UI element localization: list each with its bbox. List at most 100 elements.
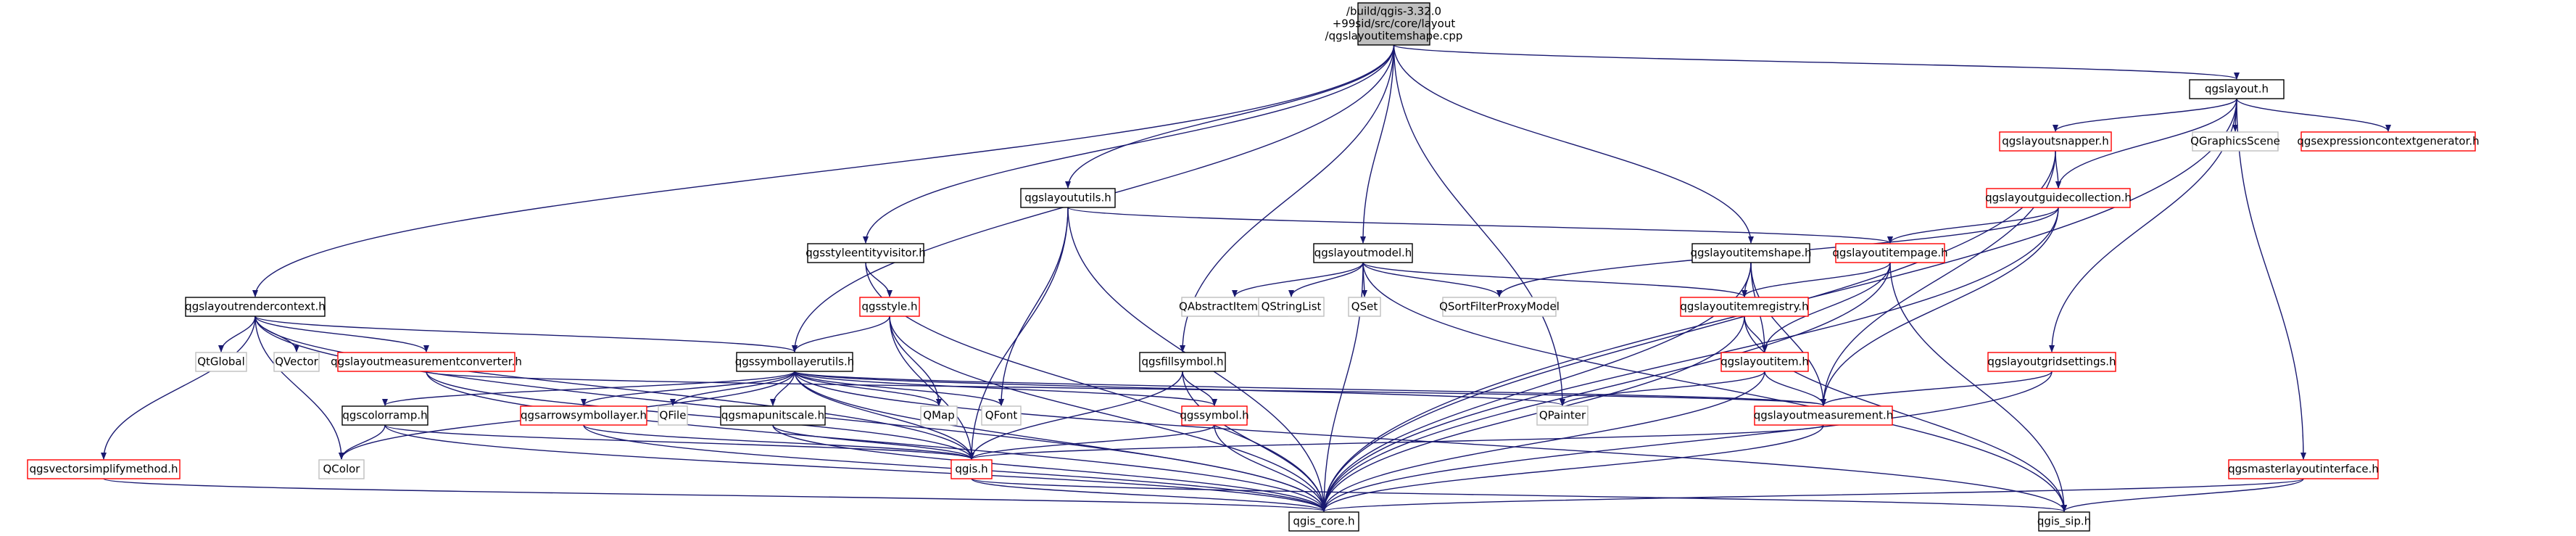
edge-qgssymbollayerutils_h-to-qgsarrowsymbollayer_h	[581, 371, 795, 406]
node-label-qvector: QVector	[275, 355, 318, 368]
edge-root-to-qgslayoutitemshape_h	[1393, 44, 1754, 244]
node-label-qgsmapunitscale_h: qgsmapunitscale.h	[721, 409, 824, 422]
node-box-qfont	[981, 405, 1022, 426]
edge-qgslayoutmeasurementconverter_h-to-qgis_h	[426, 371, 974, 460]
node-box-qgis_sip_h	[2038, 511, 2090, 532]
node-qtglobal[interactable]: QtGlobal	[195, 352, 247, 372]
edge-qgslayoutrendercontext_h-to-qgsvectorsimplifymethod_h	[101, 316, 256, 460]
node-label-qgslayoutrendercontext_h: qgslayoutrendercontext.h	[185, 300, 326, 313]
node-qgslayoutmeasurement_h[interactable]: qgslayoutmeasurement.h	[1754, 405, 1894, 426]
node-qpainter[interactable]: QPainter	[1536, 405, 1589, 426]
node-qgis_h[interactable]: qgis.h	[951, 459, 993, 479]
node-box-qgsarrowsymbollayer_h	[520, 405, 647, 426]
node-qgsexpressioncontextgenerator_h[interactable]: qgsexpressioncontextgenerator.h	[2297, 131, 2480, 152]
node-qgsfillsymbol_h[interactable]: qgsfillsymbol.h	[1139, 352, 1226, 372]
node-qgsstyleentityvisitor_h[interactable]: qgsstyleentityvisitor.h	[805, 243, 926, 263]
node-label-qgslayout_h: qgslayout.h	[2205, 83, 2269, 96]
node-label-qgsfillsymbol_h: qgsfillsymbol.h	[1141, 355, 1223, 368]
node-qgsstyle_h[interactable]: qgsstyle.h	[859, 297, 920, 317]
node-box-qgslayoutsnapper_h	[1999, 131, 2112, 152]
node-label-root: /build/qgis-3.32.0	[1346, 5, 1441, 18]
node-qgslayout_h[interactable]: qgslayout.h	[2189, 79, 2285, 99]
edge-qgslayoutitemregistry_h-to-qgis_sip_h	[1744, 316, 2067, 512]
node-qgsarrowsymbollayer_h[interactable]: qgsarrowsymbollayer.h	[520, 405, 647, 426]
node-qgslayoututils_h[interactable]: qgslayoututils.h	[1020, 188, 1116, 208]
node-qgraphicsscene[interactable]: QGraphicsScene	[2190, 131, 2280, 152]
node-box-qgslayoutrendercontext_h	[185, 297, 326, 317]
node-qgslayoutsnapper_h[interactable]: qgslayoutsnapper.h	[1999, 131, 2112, 152]
node-qgsmasterlayoutinterface_h[interactable]: qgsmasterlayoutinterface.h	[2228, 459, 2379, 479]
node-qgslayoutitemregistry_h[interactable]: qgslayoutitemregistry.h	[1680, 297, 1809, 317]
edge-qgssymbollayerutils_h-to-qpainter	[794, 371, 1565, 406]
node-qgscolorramp_h[interactable]: qgscolorramp.h	[341, 405, 428, 426]
node-label-qgraphicsscene: QGraphicsScene	[2190, 135, 2280, 148]
node-qcolor[interactable]: QColor	[318, 459, 365, 479]
node-box-qgslayoutmeasurementconverter_h	[337, 352, 515, 372]
node-qgis_core_h[interactable]: qgis_core.h	[1288, 511, 1359, 532]
edge-qgslayoutrendercontext_h-to-qcolor	[254, 316, 344, 460]
edge-qgslayoutitempage_h-to-qgis_sip_h	[1889, 262, 2067, 512]
edge-qgslayoutitemregistry_h-to-qgis_core_h	[1321, 316, 1745, 512]
node-qgslayoutitem_h[interactable]: qgslayoutitem.h	[1720, 352, 1809, 372]
node-box-qgssymbol_h	[1181, 405, 1248, 426]
edge-qgslayoututils_h-to-qgis_h	[969, 207, 1069, 460]
node-label-qcolor: QColor	[323, 463, 361, 476]
node-qvector[interactable]: QVector	[273, 352, 320, 372]
node-qgslayoutitemshape_h[interactable]: qgslayoutitemshape.h	[1690, 243, 1812, 263]
edge-qgsmasterlayoutinterface_h-to-qgis_sip_h	[2061, 478, 2304, 512]
node-box-root	[1357, 2, 1430, 46]
node-qmap[interactable]: QMap	[920, 405, 958, 426]
node-label-qgsvectorsimplifymethod_h: qgsvectorsimplifymethod.h	[30, 463, 178, 476]
node-box-qgsstyle_h	[859, 297, 920, 317]
node-qgslayoutitempage_h[interactable]: qgslayoutitempage.h	[1832, 243, 1948, 263]
node-box-qgsfillsymbol_h	[1139, 352, 1226, 372]
node-box-qgslayoutitem_h	[1720, 352, 1809, 372]
node-qgslayoutrendercontext_h[interactable]: qgslayoutrendercontext.h	[185, 297, 326, 317]
edge-qgslayoutgridsettings_h-to-qgslayoutmeasurement_h	[1821, 371, 2053, 406]
node-box-qgis_h	[951, 459, 993, 479]
node-qstringlist[interactable]: QStringList	[1258, 297, 1325, 317]
node-box-qmap	[920, 405, 958, 426]
edge-qgscolorramp_h-to-qgis_core_h	[384, 424, 1327, 512]
edge-root-to-qgsstyleentityvisitor_h	[863, 44, 1395, 244]
node-label-qgslayoutitemregistry_h: qgslayoutitemregistry.h	[1680, 300, 1808, 313]
edge-qgssymbollayerutils_h-to-qgscolorramp_h	[382, 371, 795, 406]
node-label-qgslayoututils_h: qgslayoututils.h	[1024, 191, 1111, 205]
node-qgslayoutmeasurementconverter_h[interactable]: qgslayoutmeasurementconverter.h	[331, 352, 522, 372]
node-label-qgslayoutmodel_h: qgslayoutmodel.h	[1314, 247, 1412, 260]
node-qgssymbol_h[interactable]: qgssymbol.h	[1180, 405, 1249, 426]
edge-qgslayout_h-to-qgsmasterlayoutinterface_h	[2236, 98, 2306, 460]
edge-qgscolorramp_h-to-qcolor	[339, 424, 386, 460]
node-qgssymbollayerutils_h[interactable]: qgssymbollayerutils.h	[735, 352, 854, 372]
node-label-qpainter: QPainter	[1539, 409, 1586, 422]
node-qfile[interactable]: QFile	[658, 405, 688, 426]
edge-qgslayout_h-to-qgslayoutsnapper_h	[2053, 98, 2237, 132]
node-qgis_sip_h[interactable]: qgis_sip.h	[2037, 511, 2091, 532]
edge-qgsvectorsimplifymethod_h-to-qgis_core_h	[103, 478, 1327, 512]
node-qsortfilterproxymodel[interactable]: QSortFilterProxyModel	[1439, 297, 1560, 317]
node-qgslayoutmodel_h[interactable]: qgslayoutmodel.h	[1313, 243, 1413, 263]
node-label-qgsexpressioncontextgenerator_h: qgsexpressioncontextgenerator.h	[2297, 135, 2479, 148]
edge-qgslayoutsnapper_h-to-qgis_core_h	[1321, 150, 2056, 512]
edge-qgslayoutmeasurementconverter_h-to-qgis_core_h	[426, 371, 1327, 512]
edge-qgslayoutmeasurement_h-to-qgis_h	[969, 424, 1824, 460]
edge-qgsstyle_h-to-qgis_h	[889, 316, 974, 460]
edge-qgis_h-to-qgis_sip_h	[971, 478, 2067, 512]
node-box-qgslayoutguidecollection_h	[1986, 188, 2131, 208]
node-qgslayoutguidecollection_h[interactable]: qgslayoutguidecollection.h	[1985, 188, 2132, 208]
edge-qgsmapunitscale_h-to-qgis_core_h	[772, 424, 1327, 512]
node-qgsvectorsimplifymethod_h[interactable]: qgsvectorsimplifymethod.h	[27, 459, 181, 479]
node-label-root: +99sid/src/core/layout	[1333, 17, 1456, 30]
node-qgsmapunitscale_h[interactable]: qgsmapunitscale.h	[720, 405, 826, 426]
node-qgslayoutgridsettings_h[interactable]: qgslayoutgridsettings.h	[1987, 352, 2116, 372]
edge-layer	[101, 44, 2391, 512]
edge-qgslayout_h-to-qgslayoutguidecollection_h	[2055, 98, 2237, 189]
edge-qgssymbollayerutils_h-to-qgis_core_h	[794, 371, 1327, 512]
edge-qgsmasterlayoutinterface_h-to-qgis_core_h	[1321, 478, 2304, 512]
node-qset[interactable]: QSet	[1348, 297, 1381, 317]
node-label-qgsstyle_h: qgsstyle.h	[861, 300, 917, 313]
node-qfont[interactable]: QFont	[981, 405, 1022, 426]
edge-qgssymbollayerutils_h-to-qgslayoutmeasurement_h	[794, 371, 1826, 406]
edge-qgslayoutmeasurement_h-to-qgis_core_h	[1321, 424, 1824, 512]
